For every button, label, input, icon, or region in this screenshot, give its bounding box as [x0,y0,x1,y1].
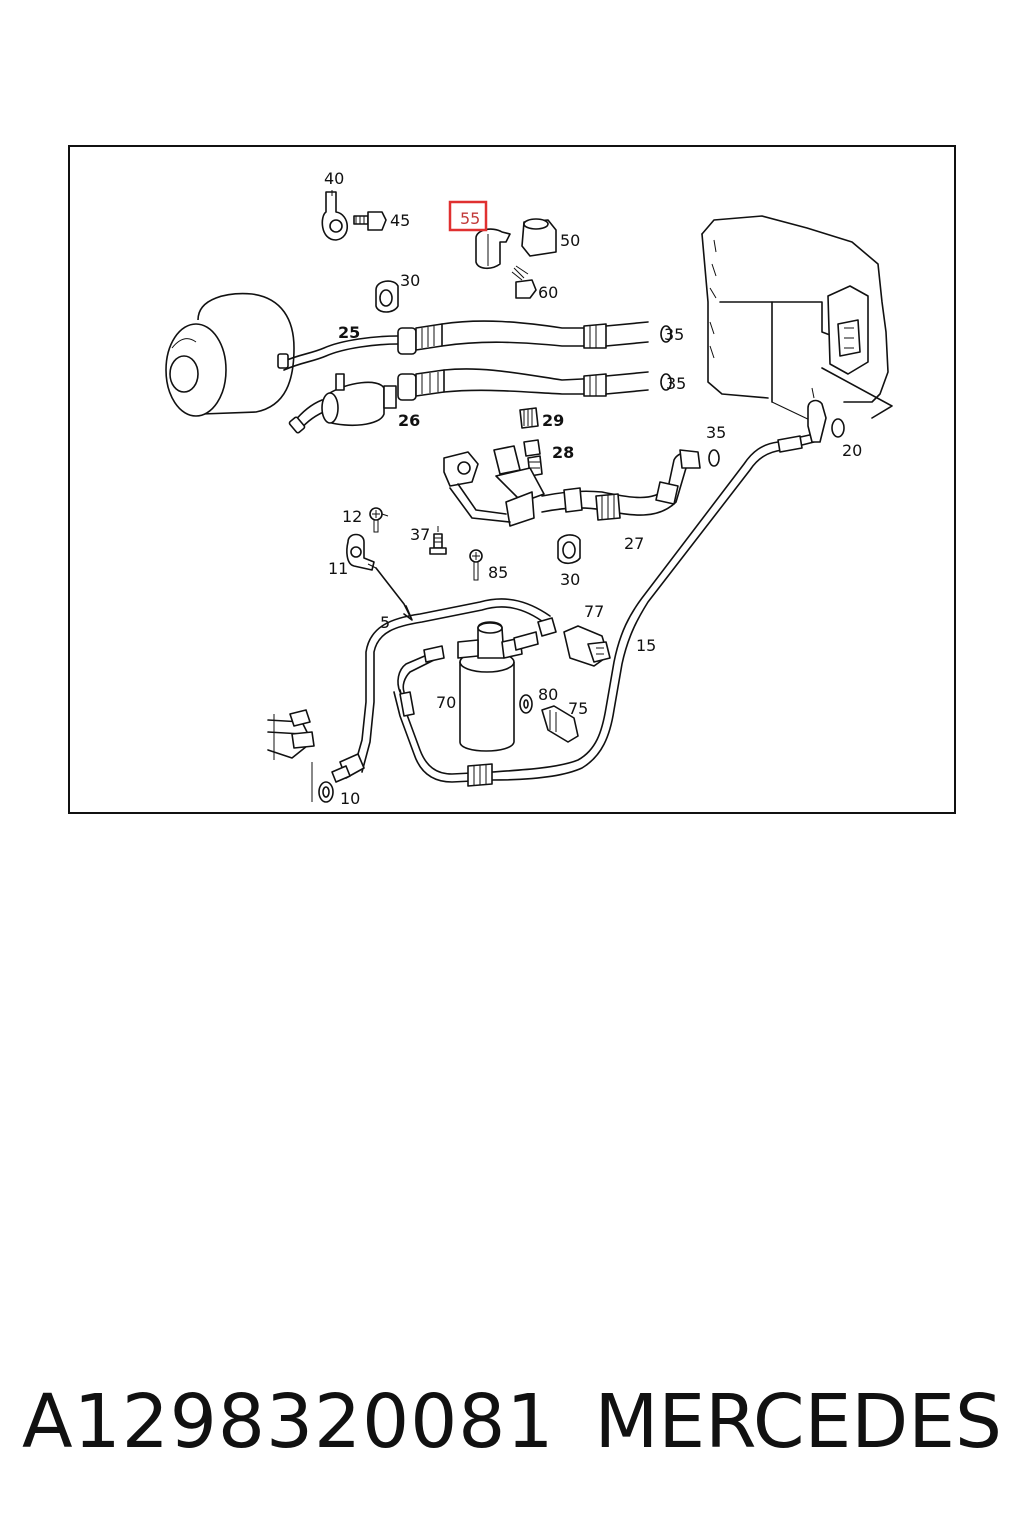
switch-77 [563,625,611,667]
callout-12: 12 [342,507,362,526]
hose-25 [277,320,672,371]
fitting-29 [519,407,539,429]
clamp-40 [321,190,349,241]
callout-70: 70 [436,693,456,712]
rubber-block-50 [521,218,557,257]
callout-55: 55 [460,209,480,228]
callout-35-lower: 35 [666,374,686,393]
switch-75 [541,705,579,743]
callout-26: 26 [398,411,420,430]
parts-diagram: 40 45 55 50 60 30 25 35 35 26 29 28 35 2… [68,145,956,814]
callout-11: 11 [328,559,348,578]
screw-85 [469,549,483,581]
brand-name: MERCEDES [594,1379,1002,1465]
bulkhead-fitting [267,709,315,802]
callout-80: 80 [538,685,558,704]
callout-35-right: 35 [706,423,726,442]
callout-45: 45 [390,211,410,230]
callout-20: 20 [842,441,862,460]
part-number: A1298320081 [22,1379,555,1465]
callout-77: 77 [584,602,604,621]
callout-5: 5 [380,613,390,632]
compressor [165,292,295,417]
hose-26 [288,368,672,434]
callout-10: 10 [340,789,360,808]
grommet-30-top [375,280,399,313]
line-15 [393,433,815,787]
screw-12 [369,507,383,533]
callout-50: 50 [560,231,580,250]
callout-60: 60 [538,283,558,302]
bracket-assembly [443,445,545,527]
callout-37: 37 [410,525,430,544]
highlight-box [448,200,488,232]
evaporator-housing [701,215,893,423]
valve-fitting-20 [807,387,845,443]
washer-80 [519,694,533,714]
grommet-30-bottom [557,534,581,565]
callout-27: 27 [624,534,644,553]
line-5 [331,598,557,783]
bolt-60 [511,265,537,299]
caption-footer: A1298320081 MERCEDES [0,1372,1024,1472]
callout-30-top: 30 [400,271,420,290]
receiver-dryer-70 [397,621,539,752]
callout-30-bottom: 30 [560,570,580,589]
callout-35-upper: 35 [664,325,684,344]
callout-40: 40 [324,169,344,188]
callout-28: 28 [552,443,574,462]
screw-37 [429,533,447,555]
callout-15: 15 [636,636,656,655]
clamp-11 [346,533,413,621]
callout-75: 75 [568,699,588,718]
washer-10 [318,781,334,803]
exploded-view-drawing: 40 45 55 50 60 30 25 35 35 26 29 28 35 2… [165,169,893,808]
hose-27 [541,449,720,521]
callout-29: 29 [542,411,564,430]
bolt-45 [353,211,387,231]
callout-25: 25 [338,323,360,342]
callout-85: 85 [488,563,508,582]
clip-55 [475,228,511,270]
